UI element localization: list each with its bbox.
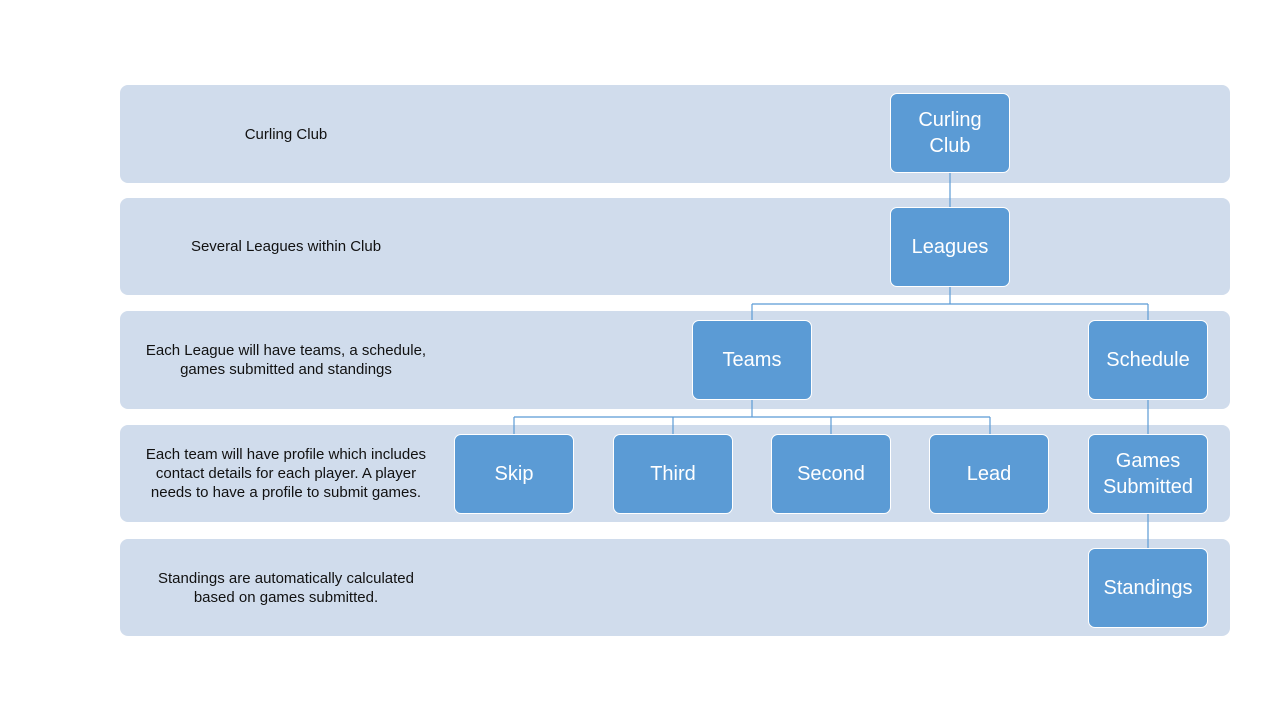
node-lead: Lead — [929, 434, 1049, 514]
node-third: Third — [613, 434, 733, 514]
band-label-team-profile: Each team will have profile which includ… — [145, 446, 427, 501]
band-label-standings: Standings are automatically calculated b… — [158, 569, 414, 606]
node-standings: Standings — [1088, 548, 1208, 628]
node-skip: Skip — [454, 434, 574, 514]
node-curling-club: Curling Club — [890, 93, 1010, 173]
node-games-submitted: Games Submitted — [1088, 434, 1208, 514]
node-second: Second — [771, 434, 891, 514]
band-standings: Standings are automatically calculated b… — [120, 539, 1230, 636]
band-club: Curling Club — [120, 85, 1230, 183]
band-label-league-contents: Each League will have teams, a schedule,… — [145, 342, 427, 378]
band-leagues: Several Leagues within Club — [120, 198, 1230, 295]
node-schedule: Schedule — [1088, 320, 1208, 400]
band-label-club: Curling Club — [244, 125, 328, 143]
band-label-leagues: Several Leagues within Club — [190, 238, 382, 255]
node-teams: Teams — [692, 320, 812, 400]
band-league-contents: Each League will have teams, a schedule,… — [120, 311, 1230, 409]
node-leagues: Leagues — [890, 207, 1010, 287]
